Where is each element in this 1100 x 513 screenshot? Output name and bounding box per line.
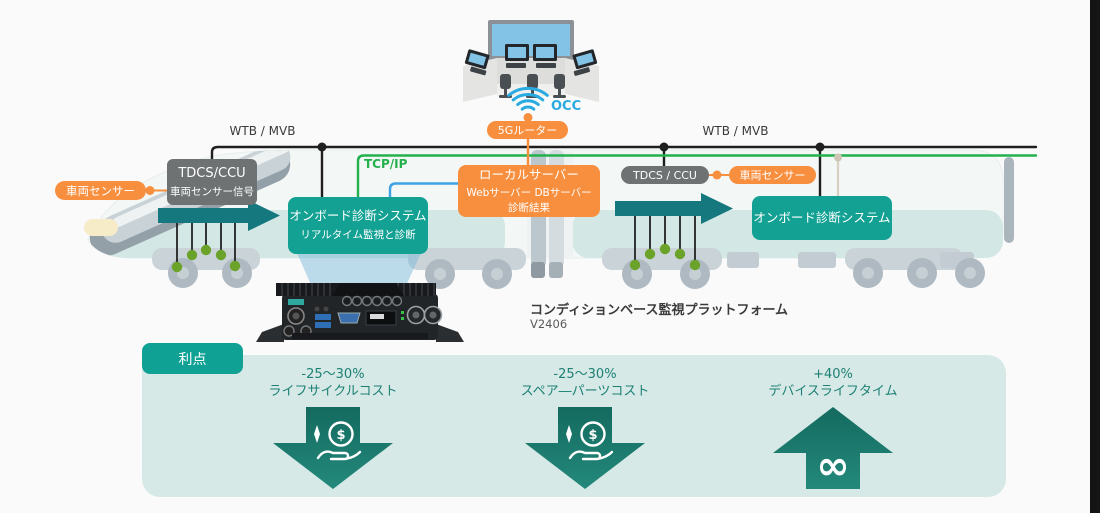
train-headlight	[84, 219, 118, 236]
onboard-diagnostics-title: オンボード診断システム	[289, 208, 427, 224]
local-server-title: ローカルサーバー	[479, 166, 579, 182]
onboard-diagnostics-box-right: オンボード診断システム	[752, 196, 892, 240]
platform-caption: コンディションベース監視プラットフォーム	[530, 303, 789, 318]
onboard-diagnostics-box-left: オンボード診断システム リアルタイム監視と診断	[288, 197, 428, 254]
local-server-line2: Webサーバー DBサーバー	[466, 186, 592, 199]
train-wheels	[168, 258, 985, 289]
chair-icon	[499, 74, 566, 98]
tdcs-ccu-title: TDCS/CCU	[178, 165, 246, 181]
wtb-mvb-label-right: WTB / MVB	[702, 124, 769, 138]
local-server-box: ローカルサーバー Webサーバー DBサーバー 診断結果	[458, 165, 600, 217]
control-center-illustration	[463, 20, 599, 102]
sensor-drops	[171, 215, 701, 273]
benefit-percent: +40%	[813, 367, 853, 382]
benefit-label: スペア―パーツコスト	[520, 384, 650, 399]
right-edge-strip	[1090, 0, 1100, 513]
svg-text:∞: ∞	[816, 443, 849, 489]
platform-model: V2406	[530, 317, 568, 331]
benefit-device-lifetime: +40% デバイスライフタイム ∞	[713, 366, 953, 489]
right-tdcs-ccu-pill: TDCS / CCU	[621, 166, 709, 184]
right-vehicle-sensor-pill: 車両センサー	[729, 166, 816, 184]
benefit-label: デバイスライフタイム	[768, 384, 898, 399]
train-rear-pole	[1004, 157, 1014, 243]
wtb-mvb-label-left: WTB / MVB	[229, 124, 296, 138]
down-arrow-money-hand-icon: $	[273, 407, 393, 489]
5g-router-pill: 5Gルーター	[487, 121, 568, 139]
benefit-percent: -25〜30%	[301, 367, 365, 382]
left-vehicle-sensor-pill: 車両センサー	[55, 181, 146, 200]
sensor-dot	[171, 243, 701, 273]
flow-arrow-left	[158, 200, 280, 231]
tcpip-line	[356, 154, 1038, 200]
occ-label: OCC	[551, 99, 582, 114]
onboard-diagnostics-right-title: オンボード診断システム	[753, 209, 891, 225]
onboard-diagnostics-subtitle: リアルタイム監視と診断	[300, 229, 416, 242]
tcpip-label: TCP/IP	[364, 157, 408, 171]
router-dot	[523, 113, 533, 122]
tdcs-ccu-box: TDCS/CCU 車両センサー信号	[167, 159, 257, 205]
svg-text:$: $	[336, 428, 345, 443]
flow-arrow-right	[615, 193, 733, 224]
network-lines	[145, 113, 1038, 200]
device-illustration	[256, 283, 464, 342]
svg-text:$: $	[588, 428, 597, 443]
benefit-label: ライフサイクルコスト	[268, 384, 398, 399]
console-monitor-icon	[464, 44, 598, 76]
device-ports	[283, 295, 443, 337]
benefit-lifecycle-cost: -25〜30% ライフサイクルコスト $	[213, 366, 453, 489]
benefit-spare-parts-cost: -25〜30% スペア―パーツコスト $	[465, 366, 705, 489]
wifi-icon	[507, 86, 549, 111]
benefits-badge: 利点	[142, 343, 243, 374]
benefit-percent: -25〜30%	[553, 367, 617, 382]
down-arrow-money-hand-icon: $	[525, 407, 645, 489]
ethernet-line	[388, 182, 461, 200]
tdcs-ccu-subtitle: 車両センサー信号	[170, 186, 254, 199]
up-arrow-infinity-icon: ∞	[773, 407, 893, 489]
local-server-line3: 診断結果	[508, 201, 550, 214]
